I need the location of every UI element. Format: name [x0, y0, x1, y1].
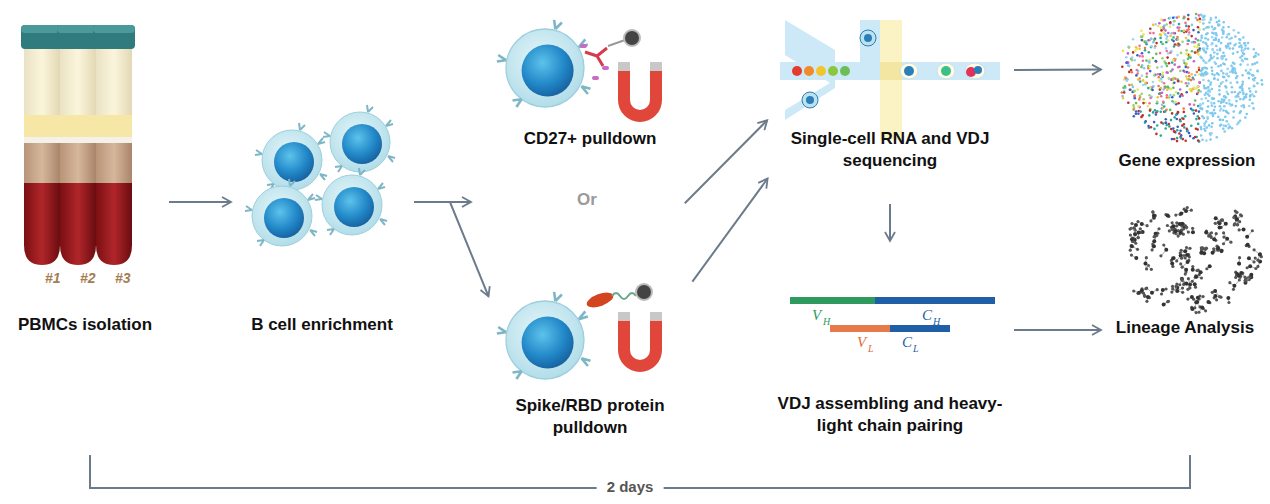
flow-arrow — [889, 204, 891, 241]
segment-letter: V — [812, 307, 821, 324]
tube-number: #1 — [45, 270, 61, 286]
stage-node: B cell enrichment — [235, 110, 410, 340]
flow-arrow — [692, 179, 767, 282]
flow-arrow — [1014, 329, 1101, 331]
or-label: Or — [577, 190, 597, 210]
segment-letter: C — [902, 334, 912, 351]
stage-node: Lineage Analysis — [1105, 195, 1267, 345]
stage-node: VDJ assembling and heavy-light chain pai… — [770, 245, 1010, 440]
segment-letter: C — [922, 307, 932, 324]
segment-subscript: H — [823, 316, 830, 327]
tube-number: #3 — [115, 270, 131, 286]
stage-caption: PBMCs isolation — [5, 314, 165, 336]
tube-number: #2 — [80, 270, 96, 286]
flow-arrow — [414, 202, 489, 296]
stage-caption: Spike/RBD protein pulldown — [495, 395, 685, 439]
stage-node: Gene expression — [1105, 5, 1267, 175]
stage-caption: Gene expression — [1107, 150, 1267, 172]
flow-arrow — [169, 201, 231, 203]
stage-caption: B cell enrichment — [236, 314, 408, 336]
segment-letter: V — [857, 334, 866, 351]
stage-node: PBMCs isolation — [5, 110, 165, 340]
stage-node: Single-cell RNA and VDJ sequencing — [770, 35, 1010, 200]
stage-caption: CD27+ pulldown — [495, 128, 685, 150]
flow-arrow — [685, 120, 767, 203]
segment-subscript: H — [933, 316, 940, 327]
stage-caption: VDJ assembling and heavy-light chain pai… — [774, 393, 1006, 437]
stage-caption: Single-cell RNA and VDJ sequencing — [774, 128, 1006, 172]
stage-node: CD27+ pulldown — [475, 20, 682, 215]
duration-label: 2 days — [597, 478, 664, 495]
segment-subscript: L — [868, 343, 874, 354]
segment-subscript: L — [913, 343, 919, 354]
flow-arrow — [1014, 69, 1101, 71]
stage-caption: Lineage Analysis — [1105, 317, 1265, 339]
stage-node: Spike/RBD protein pulldown — [490, 280, 690, 441]
